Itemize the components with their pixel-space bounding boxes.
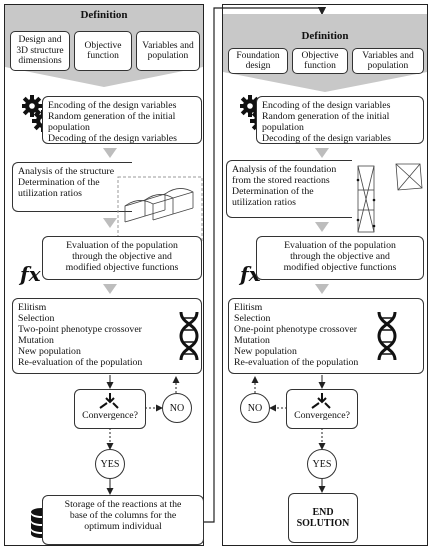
left-convergence-box: Convergence? (74, 389, 146, 429)
left-encoding-line-3: population (48, 122, 90, 133)
left-storage-box: Storage of the reactions at the base of … (42, 495, 204, 545)
left-analysis-box: Analysis of the structure Determination … (12, 162, 132, 212)
left-ga-line-2: Selection (18, 313, 55, 324)
right-flow-arrow-2 (315, 222, 329, 232)
left-convergence-label: Convergence? (82, 410, 138, 421)
right-panel (222, 4, 428, 546)
left-def-item-3: Variables and population (136, 31, 200, 71)
right-ga-line-3: One-point phenotype crossover (234, 324, 357, 335)
right-end-line-2: SOLUTION (296, 518, 350, 529)
left-ga-line-4: Mutation (18, 335, 54, 346)
right-flow-arrow-1 (315, 148, 329, 158)
left-encoding-line-1: Encoding of the design variables (48, 100, 177, 111)
left-ga-line-3: Two-point phenotype crossover (18, 324, 142, 335)
foundation-sketch-icon (356, 163, 423, 233)
right-encoding-line-1: Encoding of the design variables (262, 100, 391, 111)
right-convergence-box: Convergence? (286, 389, 358, 429)
left-encoding-box: Encoding of the design variables Random … (42, 96, 202, 144)
right-ga-line-2: Selection (234, 313, 271, 324)
left-ga-box: Elitism Selection Two-point phenotype cr… (12, 298, 202, 374)
right-evaluation-line-2: through the objective and (290, 251, 390, 262)
right-no-circle: NO (240, 393, 270, 423)
right-evaluation-box: Evaluation of the population through the… (256, 236, 424, 280)
left-definition-title: Definition (80, 9, 128, 21)
left-analysis-line-1: Analysis of the structure (18, 166, 115, 177)
right-evaluation-line-1: Evaluation of the population (284, 240, 396, 251)
left-ga-line-6: Re-evaluation of the population (18, 357, 143, 368)
left-evaluation-line-2: through the objective and (72, 251, 172, 262)
convergence-arrows-icon (311, 393, 331, 409)
left-flow-arrow-1 (103, 148, 117, 158)
left-yes-circle: YES (95, 449, 125, 479)
connector-left-to-right (204, 6, 327, 523)
left-evaluation-line-3: modified objective functions (65, 262, 179, 273)
left-ga-line-1: Elitism (18, 302, 47, 313)
left-analysis-line-3: utilization ratios (18, 188, 82, 199)
right-analysis-line-2: from the stored reactions (232, 175, 330, 186)
right-end-line-1: END (312, 507, 334, 518)
left-evaluation-line-1: Evaluation of the population (66, 240, 178, 251)
right-end-box: END SOLUTION (288, 493, 358, 543)
right-analysis-line-3: Determination of the (232, 186, 314, 197)
right-ga-line-5: New population (234, 346, 297, 357)
right-ga-line-1: Elitism (234, 302, 263, 313)
right-ga-line-6: Re-evaluation of the population (234, 357, 359, 368)
right-def-item-1: Foundation design (228, 48, 288, 74)
right-ga-box: Elitism Selection One-point phenotype cr… (228, 298, 424, 374)
right-yes-circle: YES (307, 449, 337, 479)
fx-icon: fx (20, 262, 41, 286)
dna-icon (179, 311, 199, 361)
right-analysis-line-1: Analysis of the foundation (232, 164, 337, 175)
right-def-item-3: Variables and population (352, 48, 424, 74)
left-analysis-line-2: Determination of the (18, 177, 100, 188)
left-evaluation-box: Evaluation of the population through the… (42, 236, 202, 280)
right-encoding-box: Encoding of the design variables Random … (256, 96, 424, 144)
right-encoding-line-3: population (262, 122, 304, 133)
left-flow-arrow-3 (103, 284, 117, 294)
right-convergence-label: Convergence? (294, 410, 350, 421)
right-def-item-2: Objective function (292, 48, 348, 74)
right-definition-title: Definition (301, 30, 349, 42)
right-flow-arrow-3 (315, 284, 329, 294)
left-def-item-2: Objective function (74, 31, 132, 71)
right-encoding-line-4: Decoding of the design variables (262, 133, 391, 144)
right-encoding-line-2: Random generation of the initial (262, 111, 390, 122)
dna-icon (377, 311, 397, 361)
left-ga-line-5: New population (18, 346, 81, 357)
structure-sketch-icon (117, 176, 203, 242)
left-encoding-line-4: Decoding of the design variables (48, 133, 177, 144)
right-analysis-line-4: utilization ratios (232, 197, 296, 208)
right-analysis-box: Analysis of the foundation from the stor… (226, 160, 352, 218)
convergence-arrows-icon (99, 393, 119, 409)
left-no-circle: NO (162, 393, 192, 423)
left-storage-line-3: optimum individual (84, 521, 162, 532)
left-def-item-1: Design and 3D structure dimensions (10, 31, 70, 71)
right-ga-line-4: Mutation (234, 335, 270, 346)
left-flow-arrow-2 (103, 218, 117, 228)
left-storage-line-1: Storage of the reactions at the (64, 499, 182, 510)
left-storage-line-2: base of the columns for the (69, 510, 177, 521)
left-encoding-line-2: Random generation of the initial (48, 111, 176, 122)
left-panel (4, 4, 204, 546)
right-evaluation-line-3: modified objective functions (283, 262, 397, 273)
fx-icon: fx (240, 262, 261, 286)
